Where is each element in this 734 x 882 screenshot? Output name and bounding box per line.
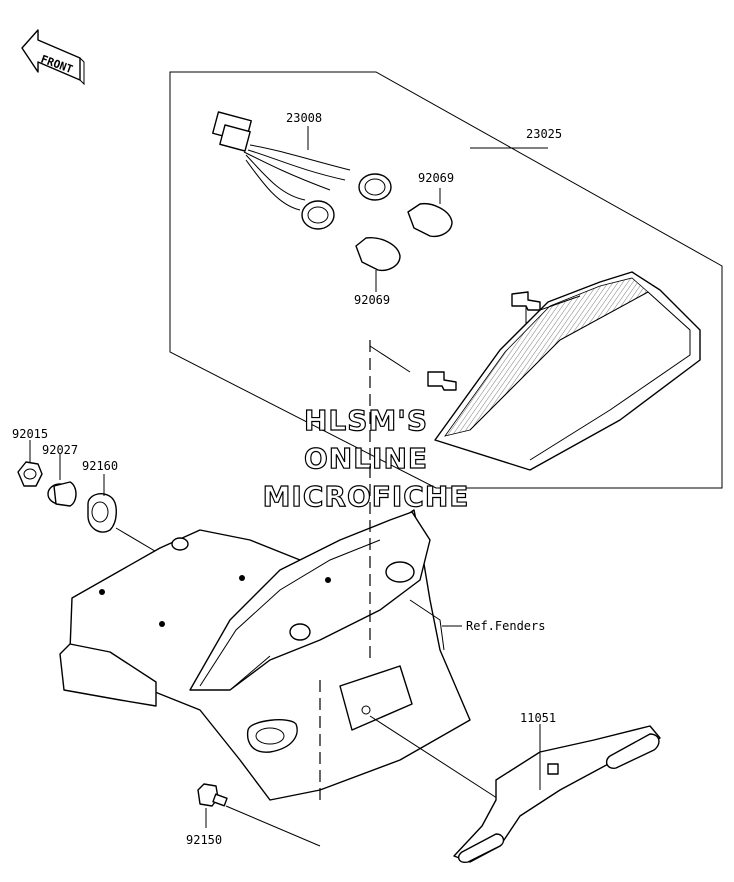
callout-23025: 23025 — [526, 127, 562, 141]
front-arrow-icon: FRONT — [21, 29, 85, 86]
watermark-line-3: MICROFICHE — [263, 480, 470, 513]
bolt-92150 — [197, 783, 228, 828]
bulb-92069-upper — [407, 188, 453, 238]
bracket-11051 — [453, 724, 661, 864]
ref-line-bolt — [225, 805, 321, 847]
tail-light-housing — [427, 271, 701, 471]
ref-line-bracket — [369, 715, 501, 801]
callout-11051: 11051 — [520, 711, 556, 725]
bulb-92069-lower — [355, 237, 401, 292]
callout-23008: 23008 — [286, 111, 322, 125]
ref-line-diagonal — [369, 345, 411, 373]
callout-92150: 92150 — [186, 833, 222, 847]
assembly-23025-outline — [169, 71, 723, 489]
wiring-harness-23008 — [212, 111, 392, 230]
watermark: HLSM'S ONLINE MICROFICHE — [262, 403, 470, 513]
callout-92160: 92160 — [82, 459, 118, 473]
callout-92069-upper: 92069 — [418, 171, 454, 185]
callout-92069-lower: 92069 — [354, 293, 390, 307]
collar-92027 — [47, 454, 77, 507]
callout-92027: 92027 — [42, 443, 78, 457]
rear-fender-frame — [59, 509, 471, 801]
watermark-line-2: ONLINE — [304, 442, 428, 475]
nut-92015 — [17, 440, 43, 487]
callout-ref-fenders: Ref.Fenders — [466, 619, 545, 633]
grommet-92160 — [87, 474, 171, 561]
callout-92015: 92015 — [12, 427, 48, 441]
watermark-line-1: HLSM'S — [304, 404, 428, 437]
